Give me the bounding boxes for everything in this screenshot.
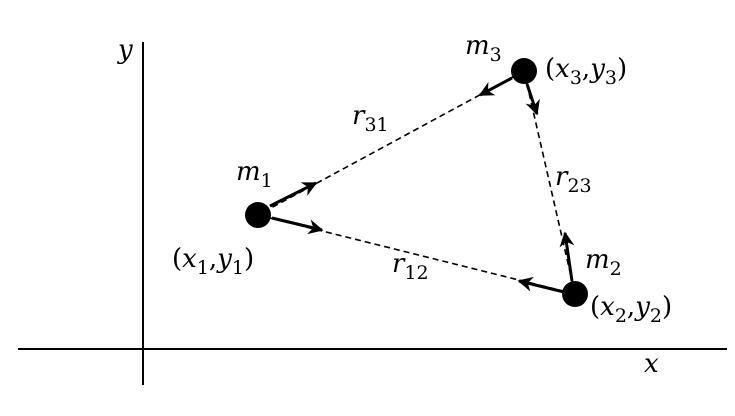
x-axis-label: x: [644, 349, 659, 379]
mass-2-label: m2: [585, 245, 622, 280]
coord-3-label: (x3,y3): [545, 54, 627, 89]
force-arrow-3-to-2: [525, 83, 540, 116]
separation-label-12: r12: [392, 249, 429, 284]
force-arrow-3-to-1: [478, 76, 513, 97]
mass-1-dot: [245, 202, 271, 228]
separation-label-23: r23: [555, 162, 592, 197]
force-arrow-1-to-3: [269, 181, 318, 208]
force-arrow-1-to-2: [271, 216, 324, 235]
mass-3-dot: [511, 58, 537, 84]
y-axis-label: y: [117, 35, 133, 65]
coord-2-label: (x2,y2): [590, 292, 672, 327]
coord-1-label: (x1,y1): [172, 244, 254, 279]
force-arrow-2-to-1: [517, 276, 565, 294]
mass-3-label: m3: [465, 31, 502, 66]
force-arrow-2-to-3: [559, 231, 575, 282]
mass-1-label: m1: [236, 157, 273, 192]
mass-2-dot: [562, 281, 588, 307]
separation-label-31: r31: [352, 101, 389, 136]
